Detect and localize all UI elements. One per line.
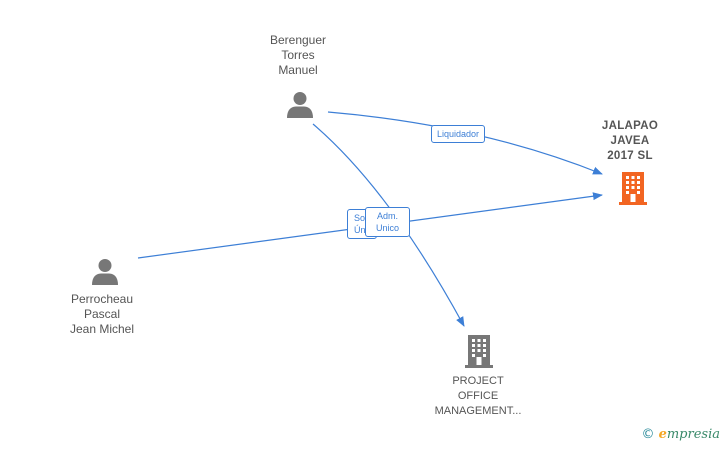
empresia-watermark: © empresia xyxy=(641,427,720,442)
logo-text: mpresia xyxy=(666,427,720,442)
building-icon[interactable] xyxy=(617,170,649,206)
person-icon[interactable] xyxy=(285,90,315,120)
node-name-line: Pascal xyxy=(83,307,121,321)
node-name-line: Jean Michel xyxy=(69,322,135,336)
node-label-project: PROJECT OFFICE MANAGEMENT... xyxy=(420,374,536,419)
node-name-line: JAVEA xyxy=(610,135,650,147)
node-name-line: PROJECT xyxy=(452,375,504,387)
edge-label-text: Liquidador xyxy=(437,129,480,139)
building-icon[interactable] xyxy=(463,333,495,369)
node-name-line: 2017 SL xyxy=(607,150,653,162)
node-name-line: MANAGEMENT... xyxy=(434,405,522,417)
edge-label-text: So xyxy=(354,213,366,223)
logo-initial: e xyxy=(658,427,667,442)
empresia-logo: empresia xyxy=(659,427,720,442)
node-name-line: Berenguer xyxy=(269,33,327,47)
node-name-line: Perrocheau xyxy=(70,292,134,306)
node-name-line: OFFICE xyxy=(457,390,499,402)
person-icon[interactable] xyxy=(90,257,120,287)
edge-label-text: Ún xyxy=(354,225,366,235)
edge-label-text: Adm. xyxy=(376,211,398,221)
copyright-symbol: © xyxy=(641,427,655,442)
edge-berenguer-jalapao[interactable] xyxy=(327,111,603,175)
node-name-line: Manuel xyxy=(278,63,318,77)
edge-label-adm[interactable]: Adm. Unico xyxy=(365,207,410,237)
node-label-jalapao: JALAPAO JAVEA 2017 SL xyxy=(590,119,670,164)
node-label-perrocheau: Perrocheau Pascal Jean Michel xyxy=(52,292,152,337)
node-label-berenguer: Berenguer Torres Manuel xyxy=(258,33,338,78)
node-name-line: JALAPAO xyxy=(601,120,659,132)
edge-label-text: Unico xyxy=(375,223,399,233)
edge-label-liquidador[interactable]: Liquidador xyxy=(431,125,486,143)
node-name-line: Torres xyxy=(281,48,315,62)
